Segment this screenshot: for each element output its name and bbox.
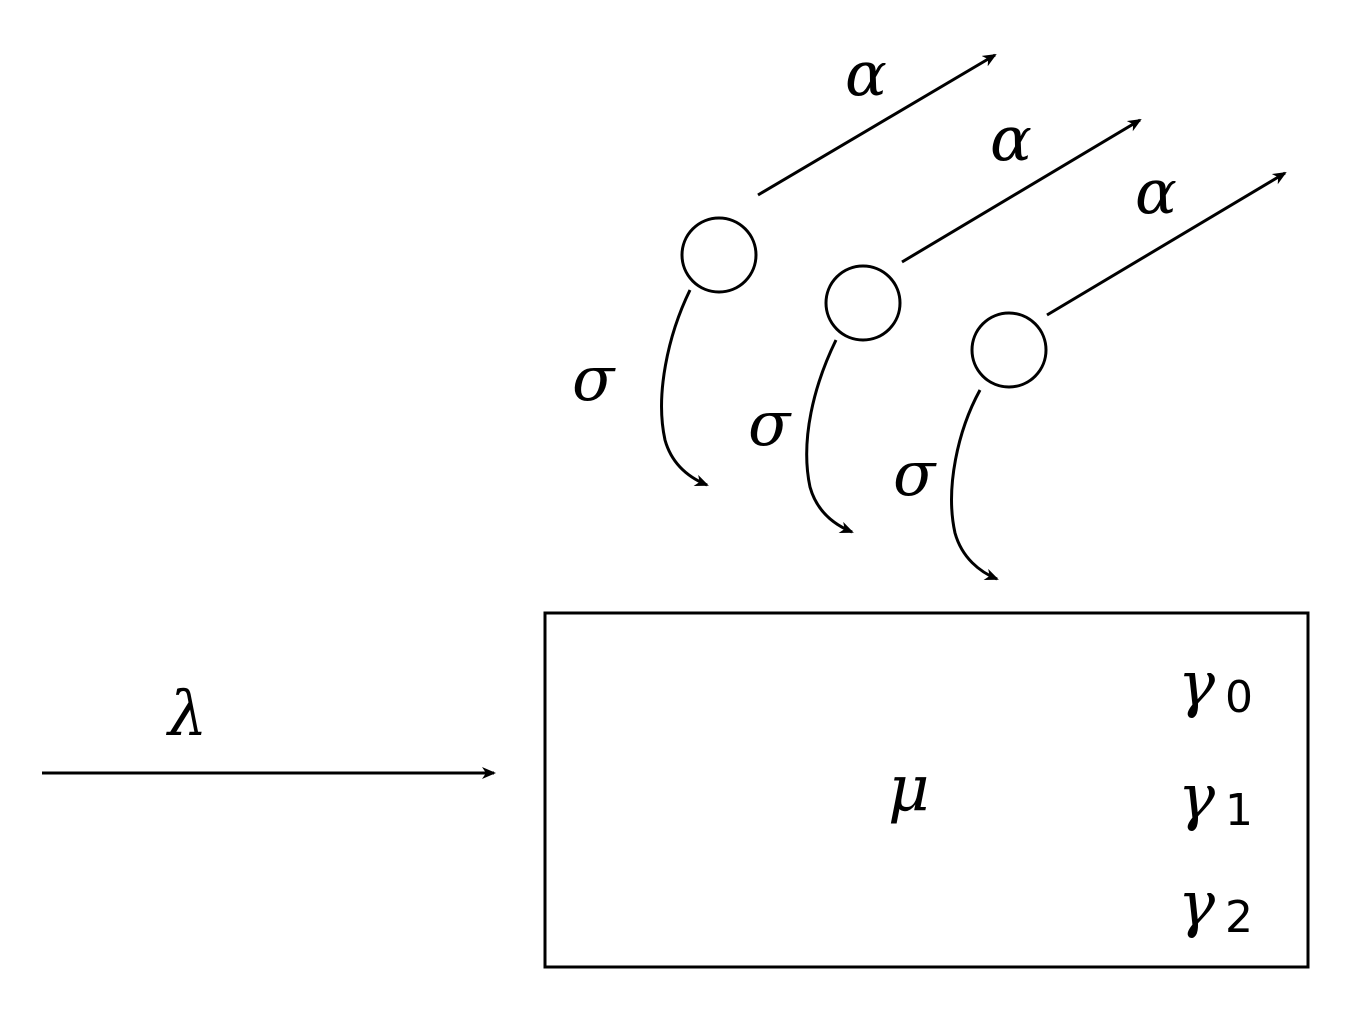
server-box	[543, 611, 1310, 969]
retrial-rate-label-1: α	[845, 37, 887, 110]
retrial-arrow-1	[757, 53, 997, 197]
orbit-node-2: α σ	[748, 102, 1142, 534]
svg-text:2: 2	[1225, 892, 1253, 943]
retrial-arrow-2	[901, 118, 1142, 264]
abandon-rate-label-1: σ	[572, 342, 616, 415]
retrial-rate-label-2: α	[990, 102, 1032, 175]
svg-text:0: 0	[1225, 672, 1253, 723]
abandon-rate-label-3: σ	[893, 437, 937, 510]
gamma-label-1: γ 1	[1178, 760, 1253, 836]
svg-text:γ: γ	[1178, 867, 1216, 940]
orbit-node-1: α σ	[572, 37, 997, 487]
gamma-label-2: γ 2	[1178, 867, 1253, 943]
gamma-label-0: γ 0	[1178, 647, 1253, 723]
retrial-rate-label-3: α	[1135, 155, 1177, 228]
abandon-arrow-2	[805, 339, 854, 534]
svg-text:γ: γ	[1178, 760, 1216, 833]
orbit-circle-1	[680, 216, 758, 294]
abandon-arrow-1	[660, 289, 709, 487]
orbit-circle-3	[970, 311, 1048, 389]
retrial-arrow-3	[1046, 171, 1287, 317]
abandon-arrow-3	[950, 389, 999, 581]
abandon-rate-label-2: σ	[748, 387, 792, 460]
service-rate-label: μ	[888, 752, 930, 826]
orbit-circle-2	[824, 264, 902, 342]
orbit-node-3: α σ	[893, 155, 1287, 581]
svg-text:γ: γ	[1178, 647, 1216, 720]
svg-text:1: 1	[1225, 785, 1253, 836]
arrival-rate-label: λ	[165, 677, 207, 750]
